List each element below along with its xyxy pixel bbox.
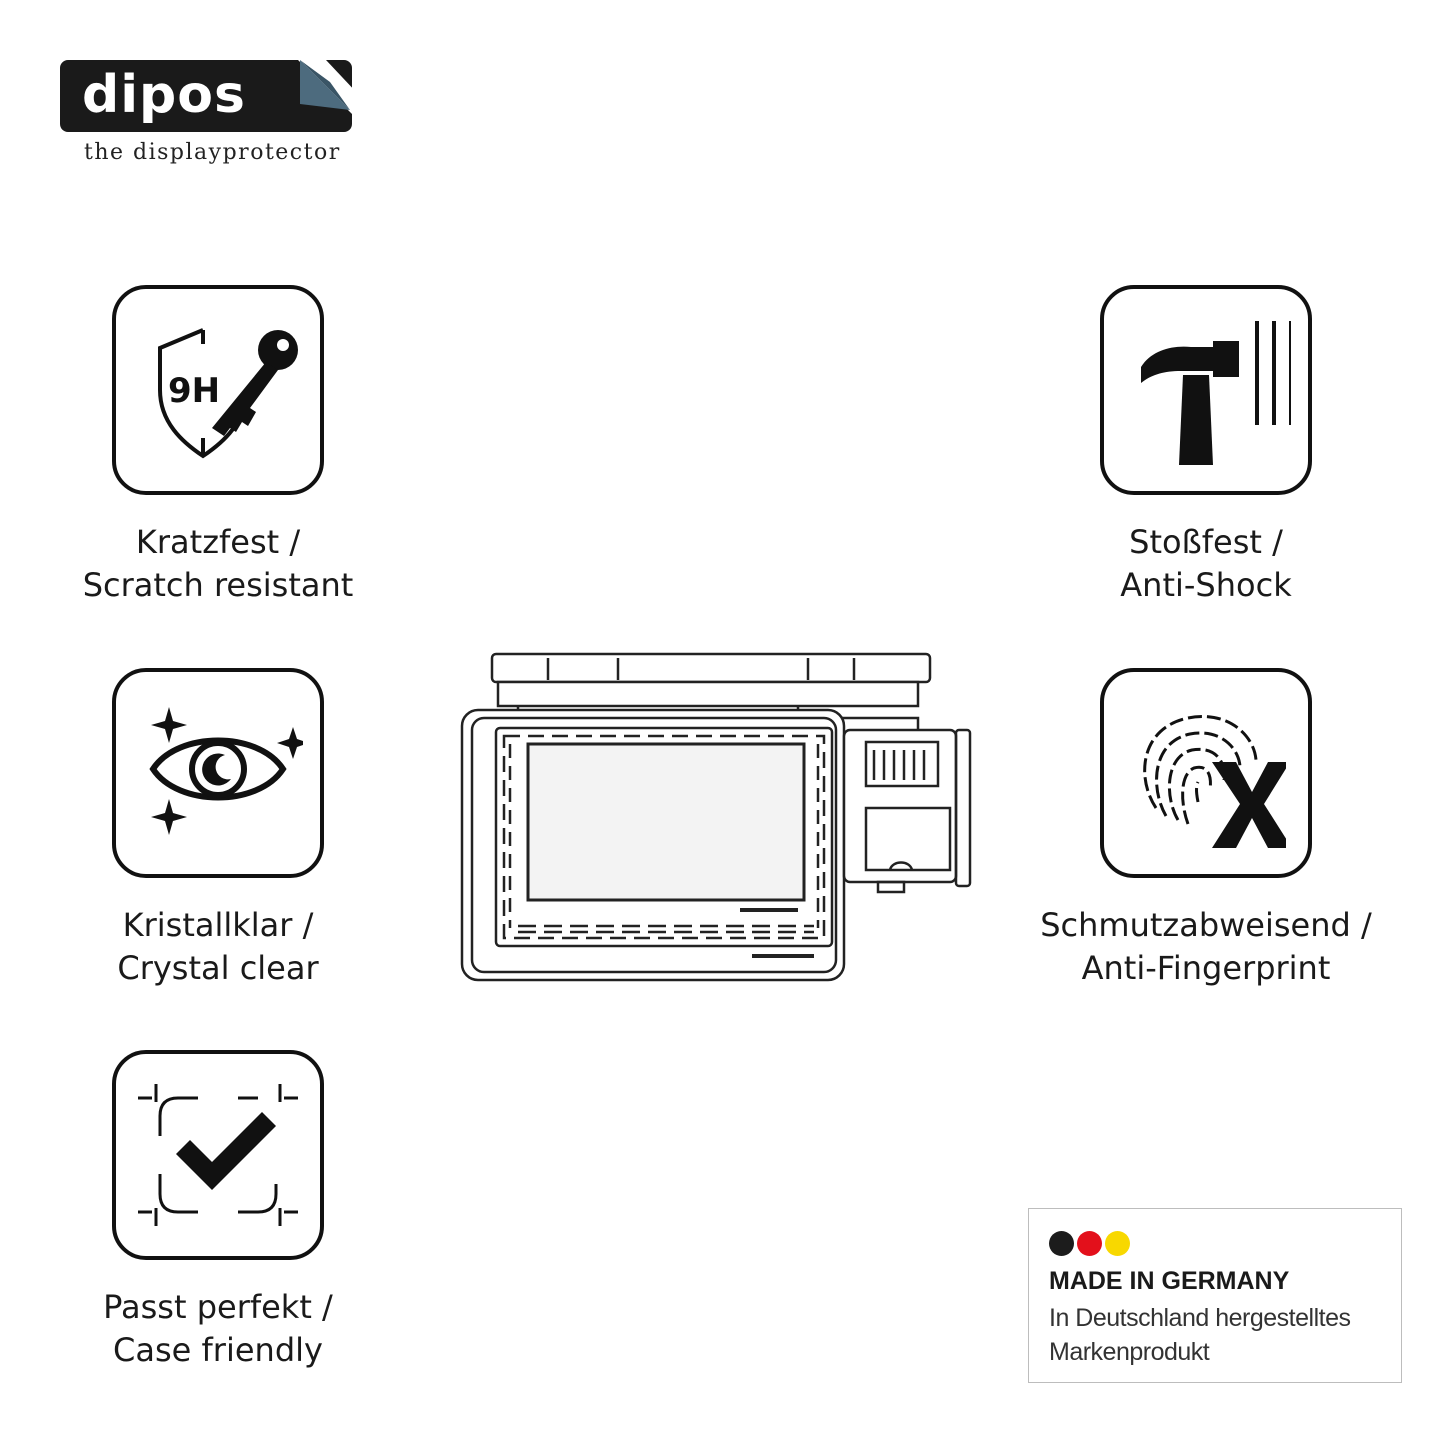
caption-line-en: Crystal clear bbox=[117, 949, 319, 987]
caption-line-en: Anti-Fingerprint bbox=[1081, 949, 1331, 987]
caption-line-de: Stoßfest / bbox=[1129, 523, 1283, 561]
feature-caption: Kratzfest / Scratch resistant bbox=[38, 521, 398, 607]
eye-sparkle-icon bbox=[149, 707, 303, 835]
hardness-badge: 9H bbox=[168, 371, 220, 411]
caption-line-en: Scratch resistant bbox=[82, 566, 354, 604]
brand-tagline: the displayprotector bbox=[84, 140, 341, 165]
checkmark-frame-icon bbox=[138, 1084, 298, 1226]
flag-dot-black bbox=[1049, 1231, 1074, 1256]
page-curl-icon bbox=[298, 60, 358, 120]
fingerprint-x-icon bbox=[1143, 715, 1286, 848]
shield-key-9h-icon: 9H bbox=[158, 328, 298, 459]
feature-caption: Schmutzabweisend / Anti-Fingerprint bbox=[1026, 904, 1386, 990]
german-flag-dots bbox=[1049, 1231, 1133, 1257]
feature-caption: Stoßfest / Anti-Shock bbox=[1026, 521, 1386, 607]
made-in-germany-badge: MADE IN GERMANY In Deutschland hergestel… bbox=[1028, 1208, 1402, 1383]
caption-line-en: Anti-Shock bbox=[1120, 566, 1292, 604]
feature-tile: 9H bbox=[112, 285, 324, 495]
caption-line-de: Kristallklar / bbox=[122, 906, 314, 944]
made-in-title: MADE IN GERMANY bbox=[1049, 1267, 1290, 1295]
caption-line-de: Kratzfest / bbox=[135, 523, 301, 561]
flag-dot-gold bbox=[1105, 1231, 1130, 1256]
made-in-line-2: Markenprodukt bbox=[1049, 1338, 1210, 1366]
feature-case-friendly: Passt perfekt / Case friendly bbox=[38, 1050, 398, 1372]
feature-anti-fingerprint: Schmutzabweisend / Anti-Fingerprint bbox=[1026, 668, 1386, 990]
made-in-subtitle: In Deutschland hergestelltes Markenprodu… bbox=[1049, 1301, 1351, 1369]
made-in-line-1: In Deutschland hergestelltes bbox=[1049, 1304, 1351, 1332]
feature-tile bbox=[112, 668, 324, 878]
flag-dot-red bbox=[1077, 1231, 1102, 1256]
feature-tile bbox=[112, 1050, 324, 1260]
feature-anti-shock: Stoßfest / Anti-Shock bbox=[1026, 285, 1386, 607]
caption-line-en: Case friendly bbox=[113, 1331, 323, 1369]
feature-scratch-resistant: 9H Kratzfest / Scratch resistant bbox=[38, 285, 398, 607]
feature-tile bbox=[1100, 668, 1312, 878]
feature-tile bbox=[1100, 285, 1312, 495]
feature-caption: Kristallklar / Crystal clear bbox=[38, 904, 398, 990]
caption-line-de: Passt perfekt / bbox=[103, 1288, 333, 1326]
device-illustration bbox=[460, 652, 972, 982]
feature-crystal-clear: Kristallklar / Crystal clear bbox=[38, 668, 398, 990]
brand-logo: dipos the displayprotector bbox=[60, 60, 358, 172]
brand-name: dipos bbox=[82, 65, 246, 125]
feature-caption: Passt perfekt / Case friendly bbox=[38, 1286, 398, 1372]
caption-line-de: Schmutzabweisend / bbox=[1040, 906, 1372, 944]
hammer-icon bbox=[1141, 321, 1291, 465]
